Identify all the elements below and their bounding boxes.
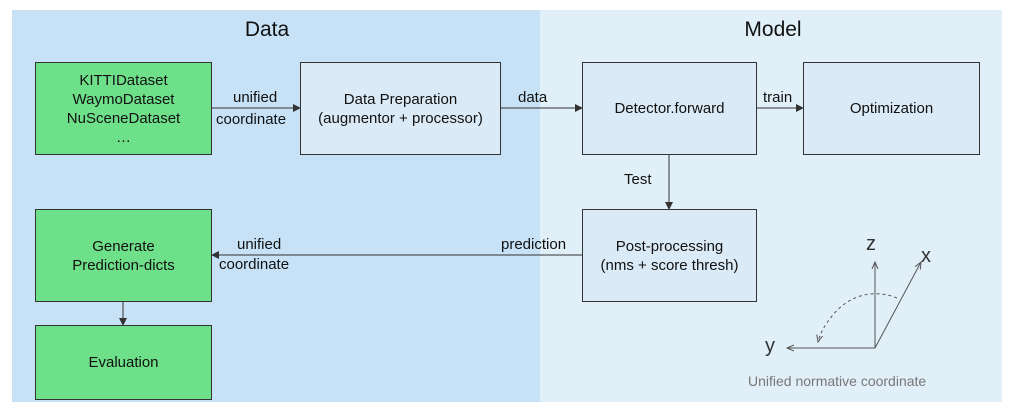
axis-label-z: z (866, 233, 876, 255)
edge-label-coordinate-bottom: coordinate (219, 256, 290, 273)
model-region-title: Model (744, 18, 802, 41)
data-preparation-subtitle: (augmentor + processor) (318, 109, 483, 127)
dataset-ellipsis: … (116, 128, 131, 146)
post-processing-box: Post-processing (nms + score thresh) (582, 209, 757, 302)
generate-prediction-line1: Generate (92, 237, 155, 255)
axis-label-x: x (921, 245, 931, 267)
detector-forward-label: Detector.forward (614, 100, 725, 117)
edge-label-train: train (763, 89, 793, 106)
post-processing-subtitle: (nms + score thresh) (600, 256, 739, 274)
edge-label-data: data (518, 89, 548, 106)
edge-label-test: Test (624, 171, 652, 188)
optimization-box: Optimization (803, 62, 980, 155)
detector-forward-box: Detector.forward (582, 62, 757, 155)
generate-prediction-box: Generate Prediction-dicts (35, 209, 212, 302)
datasets-box: KITTIDataset WaymoDataset NuSceneDataset… (35, 62, 212, 155)
optimization-label: Optimization (849, 100, 934, 117)
axis-label-y: y (765, 335, 775, 357)
edge-label-unified-bottom: unified (237, 236, 282, 253)
x-axis (874, 262, 921, 349)
coordinate-caption: Unified normative coordinate (748, 373, 927, 389)
generate-prediction-line2: Prediction-dicts (72, 256, 175, 274)
dataset-nuscene: NuSceneDataset (66, 109, 181, 127)
edge-label-unified-top: unified (233, 89, 278, 106)
post-processing-title: Post-processing (615, 237, 724, 255)
data-preparation-title: Data Preparation (343, 90, 458, 108)
data-preparation-box: Data Preparation (augmentor + processor) (300, 62, 501, 155)
dataset-waymo: WaymoDataset (72, 90, 175, 108)
evaluation-box: Evaluation (35, 325, 212, 400)
data-region-title: Data (244, 18, 290, 41)
edge-label-coordinate-top: coordinate (216, 111, 287, 128)
dataset-kitti: KITTIDataset (79, 71, 168, 89)
evaluation-label: Evaluation (88, 354, 159, 371)
coordinate-axes (787, 262, 921, 348)
rotation-arc (818, 293, 898, 342)
edge-label-prediction: prediction (501, 236, 567, 253)
